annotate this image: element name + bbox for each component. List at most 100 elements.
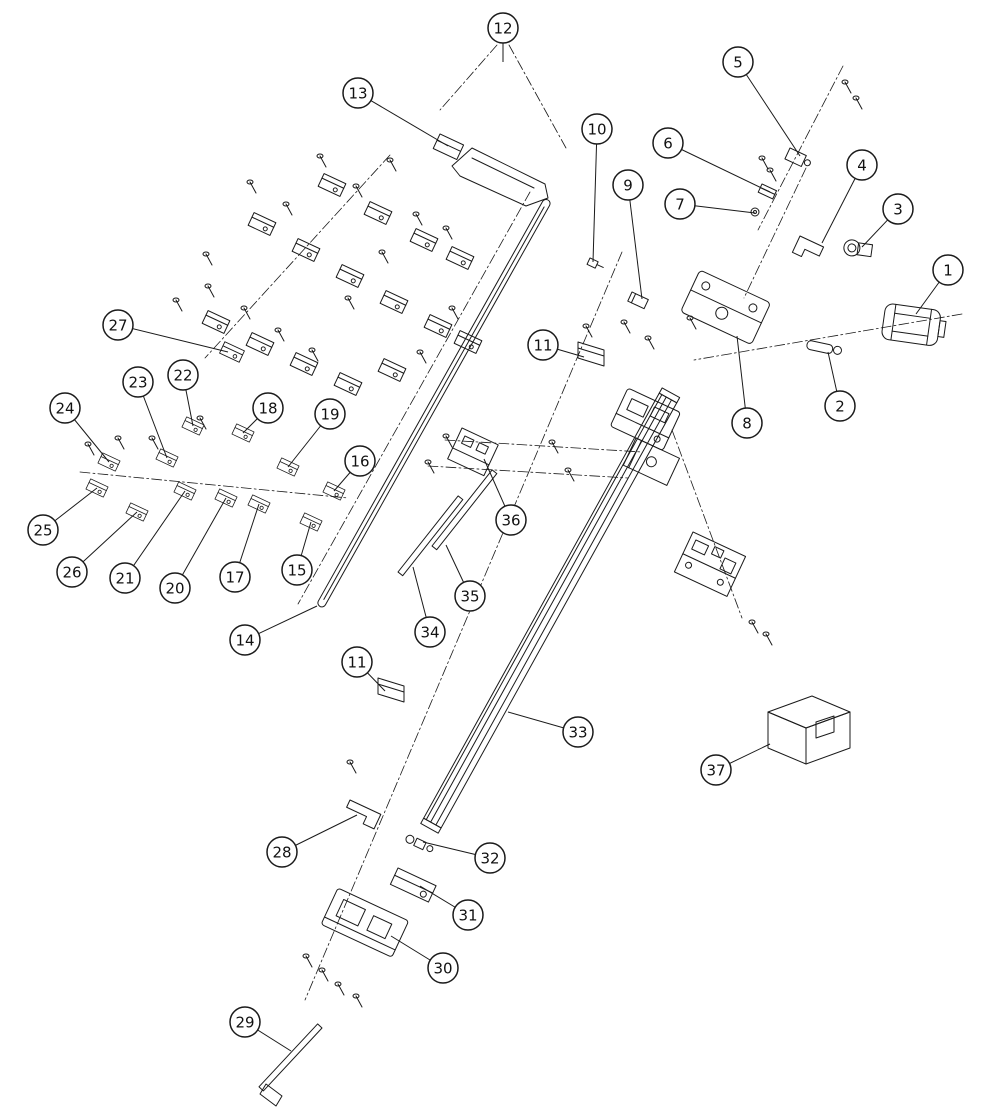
leader-line-6 [667, 142, 771, 193]
callout-balloon-10 [581, 113, 613, 145]
callout-number-31: 31 [458, 906, 477, 924]
bracket-28 [346, 799, 382, 830]
bracket-12 [451, 147, 549, 207]
callout-number-36: 36 [501, 511, 520, 529]
leader-line-13 [357, 92, 449, 147]
callout-balloon-25 [27, 514, 59, 546]
callout-balloon-21 [109, 562, 141, 594]
callout-balloon-37 [700, 754, 732, 786]
callout-balloon-7 [664, 188, 696, 220]
strip-29 [258, 1023, 323, 1092]
leader-line-9 [627, 184, 643, 300]
callout-number-19: 19 [320, 405, 339, 423]
plate-30 [321, 888, 409, 957]
callout-balloon-9 [612, 169, 644, 201]
callout-balloon-18 [252, 392, 284, 424]
callout-number-2: 2 [835, 397, 845, 415]
leader-line-20 [174, 497, 227, 589]
callout-number-29: 29 [235, 1013, 254, 1031]
strip-34 [397, 495, 464, 577]
callout-number-7: 7 [675, 195, 685, 213]
callout-balloon-1 [932, 254, 964, 286]
strip-35 [431, 469, 498, 551]
callout-balloon-32 [474, 842, 506, 874]
callout-number-27: 27 [108, 316, 127, 334]
callout-number-11: 11 [347, 653, 366, 671]
callout-number-25: 25 [33, 521, 52, 539]
centerlines [79, 44, 963, 1001]
callout-number-33: 33 [568, 723, 587, 741]
callout-number-1: 1 [943, 261, 953, 279]
callout-number-32: 32 [480, 849, 499, 867]
callout-balloon-5 [722, 46, 754, 78]
bracket-6 [757, 183, 778, 200]
callout-number-20: 20 [165, 579, 184, 597]
callout-balloon-29 [229, 1006, 261, 1038]
callout-balloon-36 [495, 504, 527, 536]
callout-balloon-12 [487, 12, 519, 44]
callout-balloon-30 [427, 952, 459, 984]
clip-11-upper [577, 341, 605, 367]
clip-9 [627, 291, 649, 310]
bracket-cluster [201, 173, 483, 396]
callout-number-3: 3 [893, 200, 903, 218]
damper-32 [405, 834, 434, 853]
callout-balloon-15 [281, 554, 313, 586]
assembly-art [79, 44, 963, 1107]
callout-balloon-19 [314, 398, 346, 430]
leader-line-27 [117, 324, 229, 353]
callout-number-37: 37 [706, 761, 725, 779]
callout-balloon-35 [454, 580, 486, 612]
sensor-5 [784, 147, 811, 167]
bracket-31 [389, 867, 437, 903]
clip-11-lower [377, 677, 405, 703]
callout-balloon-17 [219, 561, 251, 593]
callout-number-21: 21 [115, 569, 134, 587]
pcb [673, 531, 747, 597]
callout-number-13: 13 [348, 84, 367, 102]
callout-balloon-27 [102, 309, 134, 341]
washer-7 [750, 207, 760, 217]
guide-rail [317, 198, 551, 608]
callout-number-34: 34 [420, 623, 439, 641]
gear [843, 239, 874, 258]
roller [806, 340, 842, 355]
callout-number-10: 10 [587, 120, 606, 138]
callout-number-22: 22 [173, 366, 192, 384]
motor [881, 303, 947, 346]
callout-number-14: 14 [235, 631, 254, 649]
callout-number-30: 30 [433, 959, 452, 977]
carriage-lower [622, 437, 681, 486]
callout-balloon-26 [56, 556, 88, 588]
bracket-4 [791, 235, 825, 258]
callout-balloon-11 [527, 329, 559, 361]
callout-number-12: 12 [493, 19, 512, 37]
callout-number-8: 8 [742, 414, 752, 432]
main-beam [420, 387, 681, 834]
callout-number-6: 6 [663, 134, 673, 152]
callout-balloon-6 [652, 127, 684, 159]
callout-balloon-34 [414, 616, 446, 648]
callout-number-9: 9 [623, 176, 633, 194]
callout-number-11: 11 [533, 336, 552, 354]
callout-number-4: 4 [857, 156, 867, 174]
bracket-13 [432, 133, 465, 160]
leader-line-5 [737, 61, 801, 157]
callout-balloon-20 [159, 572, 191, 604]
callout-balloon-23 [122, 366, 154, 398]
callout-number-15: 15 [287, 561, 306, 579]
callout-number-5: 5 [733, 53, 743, 71]
leader-line-10 [592, 128, 598, 263]
callout-number-23: 23 [128, 373, 147, 391]
callout-balloon-24 [49, 392, 81, 424]
screws [84, 79, 863, 1008]
callout-number-35: 35 [460, 587, 479, 605]
carriage-assembly [610, 388, 681, 451]
callout-balloon-28 [266, 836, 298, 868]
callout-balloon-33 [562, 716, 594, 748]
left-parts-row [85, 416, 346, 532]
callout-balloon-11 [341, 646, 373, 678]
